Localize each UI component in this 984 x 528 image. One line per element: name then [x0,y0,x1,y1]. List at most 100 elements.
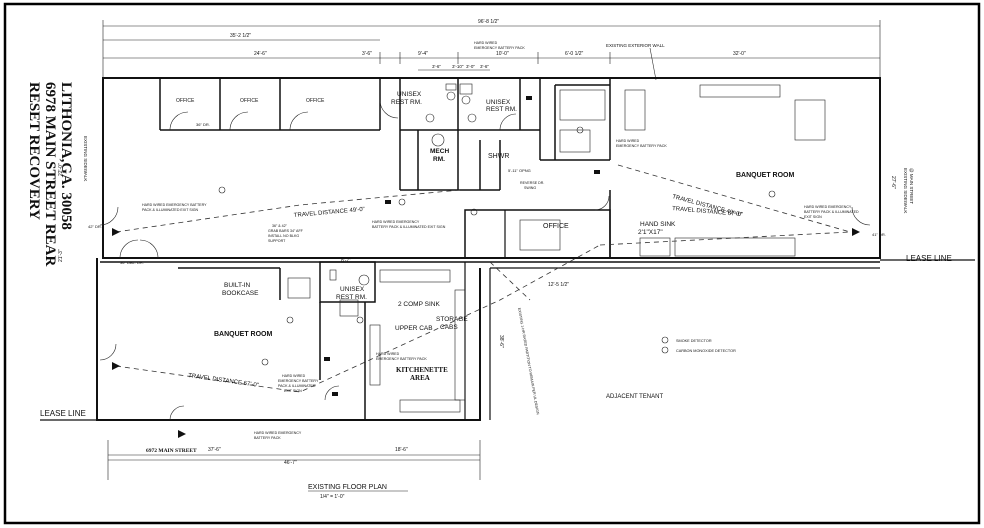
doors [99,99,871,421]
dim-height-left2: 21'-3" [58,249,64,262]
label-comp-sink: 2 COMP SINK [398,301,440,308]
detectors [218,126,776,366]
note-hw-6b: EMERGENCY BATTERY PACK [376,357,427,361]
label-travel-top-left: TRAVEL DISTANCE 49'-0" [294,207,365,219]
co-detector-icon [661,346,669,354]
note-hw-8c: EXIT SIGN [804,215,822,219]
label-hand-sink: HAND SINK [640,221,676,228]
dim-38-6: 38'-6" [498,335,504,348]
plan-title: EXISTING FLOOR PLAN 1/4" = 1'-0" [308,484,408,500]
exit-sign-icon [112,362,120,370]
label-door-36-dbl: 36" DBL. DR. [120,260,144,265]
room-unisex-bottom-2: REST RM. [336,294,367,301]
label-grab-bars-4: SUPPORT [268,239,286,243]
note-hw-4: HARD WIRED [616,139,640,143]
floor-plan-scale: 1/4" = 1'-0" [320,494,345,500]
note-hw-4b: EMERGENCY BATTERY PACK [616,144,667,148]
address-block: RESET RECOVERY 6978 MAIN STREET REAR LIT… [26,82,74,267]
room-labels: OFFICE OFFICE OFFICE UNISEX REST RM. UNI… [176,91,795,400]
floor-plan-title: EXISTING FLOOR PLAN [308,484,387,491]
battery-pack-icon [526,96,532,100]
room-banquet-right: BANQUET ROOM [736,172,795,179]
note-hw-3b: BATTERY PACK & ILLUMINATED EXIT SIGN [372,225,446,229]
dim-6-0-5: 6'-0 1/2" [565,51,584,57]
note-hw-7b: BATTERY PACK [254,436,281,440]
smoke-detector-icon [218,186,226,194]
battery-pack-icon [594,170,600,174]
note-hw-8b: BATTERY PACK & ILLUMINATED [804,210,859,214]
dim-32-0: 32'-0" [733,51,746,57]
sheet-border [3,2,981,525]
label-sidewalk-left: EXISTING SIDEWALK [83,136,88,181]
battery-pack-icon [324,357,330,361]
label-cabs: CABS [440,324,458,331]
building-walls [96,77,881,421]
note-hw-8: HARD WIRED EMERGENCY [804,205,852,209]
note-hw-5: HARD WIRED [282,374,306,378]
fixtures [287,83,826,413]
label-door-41-right: 41" DR. [872,232,886,237]
side-dimensions: 22'-0" 21'-3" 27'-6" 8'-7" 12'-5 1/2" 38… [58,163,896,348]
travel-paths [115,164,851,393]
note-hw-7: HARD WIRED EMERGENCY [254,431,302,435]
note-hw-2: HARD WIRED [474,41,498,45]
label-grab-bars-3: INSTALL NO BLKG [268,234,299,238]
exit-door-left [99,206,119,226]
label-sidewalk-right: EXISTING SIDEWALK [903,168,908,213]
exit-sign-icon [852,228,860,236]
note-hw-5d: EXIT SIGN [284,389,302,393]
address-line3: LITHONIA,GA. 30058 [58,82,74,230]
room-banquet-left: BANQUET ROOM [214,331,273,338]
dim-10-0: 10'-0" [496,51,509,57]
dim-3-6c: 3'-6" [480,64,489,69]
dim-height-left: 22'-0" [58,163,64,176]
smoke-detector-icon [398,198,406,206]
note-hw-2b: EMERGENCY BATTERY PACK [474,46,525,50]
smoke-detector-icon [286,316,294,324]
exit-signs [112,96,860,438]
room-unisex-top-right: UNISEX [486,99,511,106]
note-hw-1: HARD WIRED EMERGENCY BATTERY [142,203,207,207]
room-kitchenette-2: AREA [410,374,430,382]
label-grab-bars: 36" & 42" [272,224,288,228]
room-shwr: SHWR [488,153,509,160]
label-reverse: REVERSE DR. [520,181,544,185]
smoke-detector-icon [576,126,584,134]
room-unisex-top-left-2: REST RM. [391,99,422,106]
dim-bottom-37-6: 37'-6" [208,447,221,453]
co-detector-icon [356,316,364,324]
water-heater-icon [431,133,445,147]
room-built-in: BUILT-IN [224,282,251,289]
room-office-3: OFFICE [306,98,325,104]
room-kitchenette: KITCHENETTE [396,366,448,374]
dim-bottom-18-6: 18'-6" [395,447,408,453]
label-door-42-left: 42" DR. [88,224,102,229]
note-hw-1b: PACK & ILLUMINATED EXIT SIGN [142,208,199,212]
dim-left-group: 35'-2 1/2" [230,33,251,39]
exit-door-right [851,206,871,226]
existing-exterior-wall: EXISTING EXTERIOR WALL [606,43,665,48]
smoke-detector-icon [261,358,269,366]
label-door-36: 36" DR. [196,122,210,127]
dim-bottom-overall: 46'-7" [284,460,297,466]
label-upper-cab: UPPER CAB [395,325,433,332]
note-hw-3: HARD WIRED EMERGENCY [372,220,420,224]
dim-3-10: 3'-10" [452,64,464,69]
legend-smoke: SMOKE DETECTOR [676,339,712,343]
dim-overall: 96'-8 1/2" [478,19,499,25]
label-partition-note: EXISTING 1-HR RATED PARTITION TO REMAIN … [517,307,540,415]
room-bookcase: BOOKCASE [222,290,259,297]
label-travel-bottom: TRAVEL DISTANCE 67'-0" [188,373,259,389]
dim-12-5: 12'-5 1/2" [548,282,569,288]
label-reverse-2: SWING [524,186,536,190]
smoke-detector-icon [768,190,776,198]
address-line1: RESET RECOVERY [26,82,42,220]
lease-line-right: LEASE LINE [906,254,952,263]
label-main-street: 6972 MAIN STREET [146,448,197,454]
battery-pack-icon [385,200,391,204]
address-line2: 6978 MAIN STREET REAR [42,82,58,267]
co-detector-icon [470,208,478,216]
note-hw-5b: EMERGENCY BATTERY [278,379,319,383]
room-office-2: OFFICE [240,98,259,104]
